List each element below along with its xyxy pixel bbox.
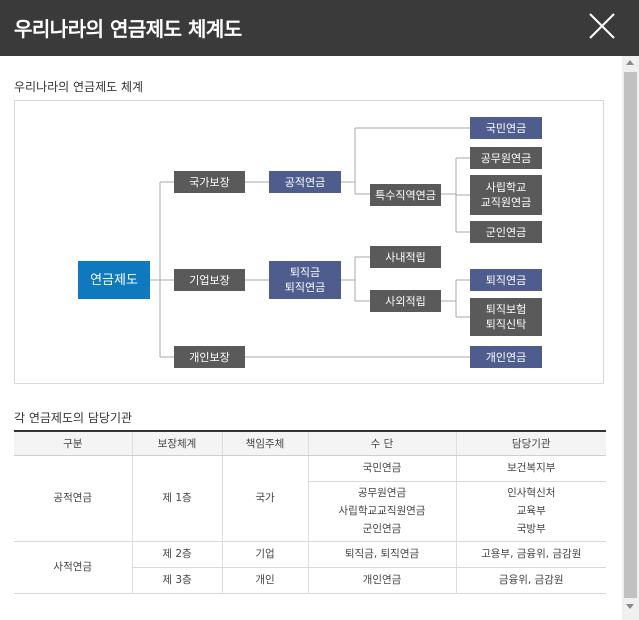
scroll-up-icon[interactable] — [626, 60, 634, 65]
cell-means: 퇴직금, 퇴직연금 — [307, 541, 456, 568]
modal-body: 우리나라의 연금제도 체계 — [0, 56, 622, 620]
table-row: 공적연금 제 1층 국가 국민연금 보건복지부 — [14, 455, 606, 542]
node-retirement-insurance: 퇴직보험 퇴직신탁 — [470, 298, 542, 336]
table-row: 사적연금 제 2층 기업 퇴직금, 퇴직연금 고용부, 금융위, 금감원 — [14, 541, 606, 594]
cell-public-tier: 제 1층 — [131, 455, 222, 542]
node-internal-reserve: 사내적립 — [370, 246, 441, 268]
node-personal-pension: 개인연금 — [470, 346, 542, 368]
header-agency: 담당기관 — [455, 430, 606, 456]
node-private-school-line1: 사립학교 — [485, 181, 527, 194]
means-line: 군인연금 — [362, 523, 402, 535]
table-row: 제 3층 개인 개인연금 금융위, 금감원 — [14, 567, 606, 594]
close-icon — [589, 13, 615, 39]
node-private-school-pension: 사립학교 교직원연금 — [470, 175, 542, 215]
pension-diagram: 연금제도 국가보장 기업보장 개인보장 공적연금 퇴직금 퇴직연금 특수직역연금… — [14, 100, 604, 384]
agency-line: 인사혁신처 — [507, 487, 556, 499]
cell-public-category: 공적연금 — [14, 455, 132, 542]
agency-line: 교육부 — [516, 505, 546, 517]
node-retirement-pension: 퇴직연금 — [470, 269, 542, 291]
vertical-scrollbar[interactable] — [622, 56, 639, 620]
node-state-guarantee: 국가보장 — [174, 171, 245, 193]
cell-subject: 기업 — [221, 541, 308, 568]
node-retirement-line1: 퇴직금 — [289, 266, 321, 279]
node-special-occupation: 특수직역연금 — [370, 184, 441, 206]
cell-means: 개인연금 — [307, 567, 456, 594]
table-row: 공무원연금 사립학교교직원연금 군인연금 인사혁신처 교육부 국방부 — [14, 481, 606, 542]
header-tier: 보장체계 — [131, 430, 222, 456]
diagram-section-title: 우리나라의 연금제도 체계 — [14, 80, 144, 94]
cell-agency: 금융위, 금감원 — [455, 567, 606, 594]
cell-subject: 개인 — [221, 567, 308, 594]
node-retirement-insurance-line2: 퇴직신탁 — [485, 318, 527, 331]
node-corporate-guarantee: 기업보장 — [174, 269, 245, 291]
header-category: 구분 — [14, 430, 132, 456]
header-means: 수 단 — [307, 430, 456, 456]
cell-public-subject: 국가 — [221, 455, 308, 542]
cell-tier: 제 3층 — [131, 567, 222, 594]
node-public-pension: 공적연금 — [269, 171, 341, 193]
node-pension-system: 연금제도 — [78, 261, 150, 299]
cell-agency: 보건복지부 — [455, 455, 606, 482]
node-civil-servant-pension: 공무원연금 — [470, 147, 542, 169]
cell-means: 공무원연금 사립학교교직원연금 군인연금 — [307, 481, 456, 542]
node-retirement-insurance-line1: 퇴직보험 — [485, 303, 527, 316]
node-external-reserve: 사외적립 — [370, 290, 441, 312]
modal-header: 우리나라의 연금제도 체계도 — [0, 0, 639, 56]
node-personal-guarantee: 개인보장 — [174, 346, 245, 368]
cell-agency: 고용부, 금융위, 금감원 — [455, 541, 606, 568]
connector-lines — [148, 127, 470, 358]
agency-table: 구분 보장체계 책임주체 수 단 담당기관 공적연금 제 1층 국가 국민연금 … — [14, 430, 606, 594]
node-military-pension: 군인연금 — [470, 221, 542, 243]
cell-private-category: 사적연금 — [14, 541, 132, 594]
node-national-pension: 국민연금 — [470, 117, 542, 139]
agency-line: 국방부 — [516, 523, 546, 535]
cell-tier: 제 2층 — [131, 541, 222, 568]
scrollbar-thumb[interactable] — [624, 72, 637, 598]
scroll-down-icon[interactable] — [626, 604, 634, 609]
means-line: 사립학교교직원연금 — [338, 505, 426, 517]
close-button[interactable] — [586, 10, 618, 42]
node-retirement-line2: 퇴직연금 — [284, 281, 326, 294]
table-header-row: 구분 보장체계 책임주체 수 단 담당기관 — [14, 430, 606, 456]
means-line: 공무원연금 — [357, 487, 407, 499]
modal-title: 우리나라의 연금제도 체계도 — [14, 17, 242, 41]
header-subject: 책임주체 — [221, 430, 308, 456]
cell-means: 국민연금 — [307, 455, 456, 482]
node-private-school-line2: 교직원연금 — [480, 196, 532, 209]
node-retirement-allowance: 퇴직금 퇴직연금 — [269, 261, 341, 299]
agency-section-title: 각 연금제도의 담당기관 — [14, 411, 133, 425]
cell-agency: 인사혁신처 교육부 국방부 — [455, 481, 606, 542]
